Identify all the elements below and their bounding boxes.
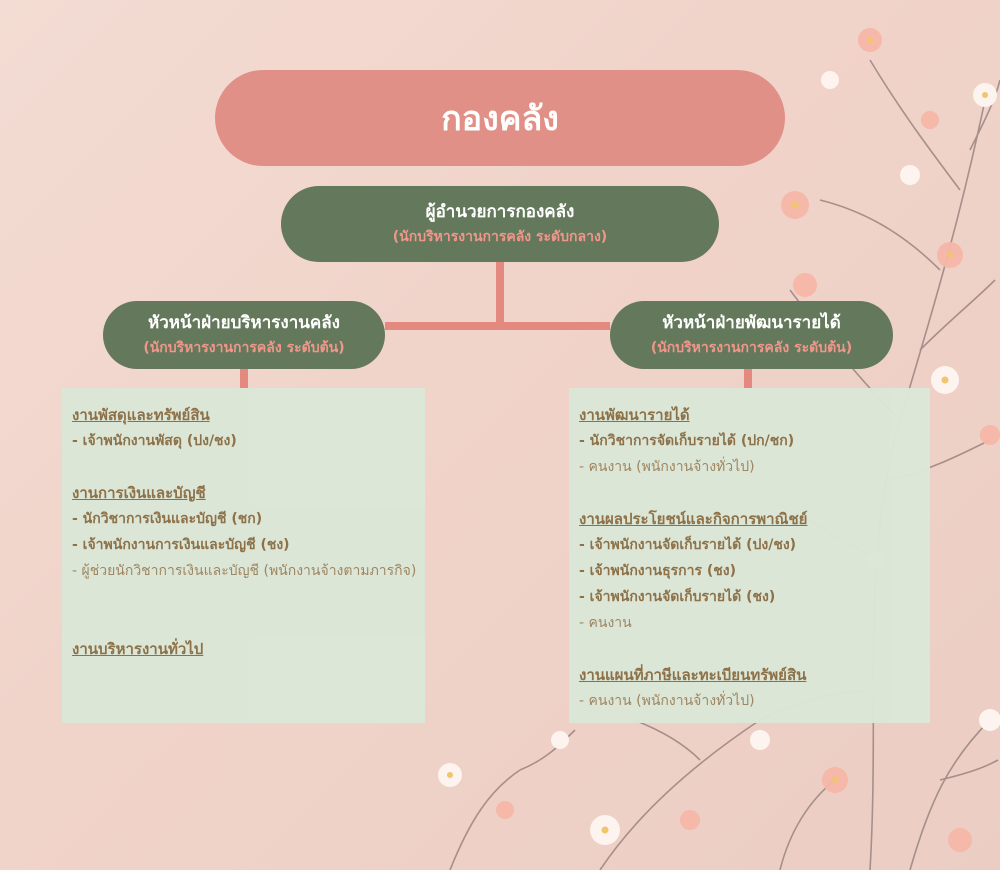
right-head-rank: (นักบริหารงานการคลัง ระดับต้น) [650,340,853,356]
section-item: - นักวิชาการเงินและบัญชี (ชก) [72,511,263,527]
section-item: - คนงาน (พนักงานจ้างทั่วไป) [579,459,755,475]
connector-left-down [240,369,248,388]
section-item: - เจ้าพนักงานจัดเก็บรายได้ (ชง) [579,589,776,605]
section-item: - เจ้าพนักงานพัสดุ (ปง/ชง) [72,433,237,449]
section-title: งานพัฒนารายได้ [579,406,690,424]
left-head-name: หัวหน้าฝ่ายบริหารงานคลัง [148,313,340,333]
section-title: งานการเงินและบัญชี [72,484,206,502]
left-head-node: หัวหน้าฝ่ายบริหารงานคลัง (นักบริหารงานกา… [103,301,385,369]
section-item: - เจ้าพนักงานการเงินและบัญชี (ชง) [72,537,290,553]
section-item: - ผู้ช่วยนักวิชาการเงินและบัญชี (พนักงาน… [72,563,417,579]
director-name: ผู้อำนวยการกองคลัง [425,202,575,222]
section-title: งานแผนที่ภาษีและทะเบียนทรัพย์สิน [579,666,807,684]
section-item: - นักวิชาการจัดเก็บรายได้ (ปก/ชก) [579,433,795,449]
director-rank: (นักบริหารงานการคลัง ระดับกลาง) [392,229,608,245]
left-head-rank: (นักบริหารงานการคลัง ระดับต้น) [143,340,345,356]
right-head-node: หัวหน้าฝ่ายพัฒนารายได้ (นักบริหารงานการค… [610,301,893,369]
section-item: - คนงาน [579,615,632,631]
section-title: งานบริหารงานทั่วไป [72,640,204,658]
section-item: - เจ้าพนักงานจัดเก็บรายได้ (ปง/ชง) [579,537,797,553]
section-item: - เจ้าพนักงานธุรการ (ชง) [579,563,737,579]
left-division-box: งานพัสดุและทรัพย์สิน - เจ้าพนักงานพัสดุ … [62,388,425,723]
connector-vertical-director [496,262,504,326]
page-title: กองคลัง [215,70,785,166]
section-title: งานพัสดุและทรัพย์สิน [72,406,210,424]
section-title: งานผลประโยชน์และกิจการพาณิชย์ [579,510,808,528]
page-title-text: กองคลัง [441,99,559,139]
director-node: ผู้อำนวยการกองคลัง (นักบริหารงานการคลัง … [281,186,719,262]
connector-horizontal [385,322,610,330]
right-division-box: งานพัฒนารายได้ - นักวิชาการจัดเก็บรายได้… [569,388,930,723]
right-head-name: หัวหน้าฝ่ายพัฒนารายได้ [662,313,841,333]
connector-right-down [744,369,752,388]
section-item: - คนงาน (พนักงานจ้างทั่วไป) [579,693,755,709]
